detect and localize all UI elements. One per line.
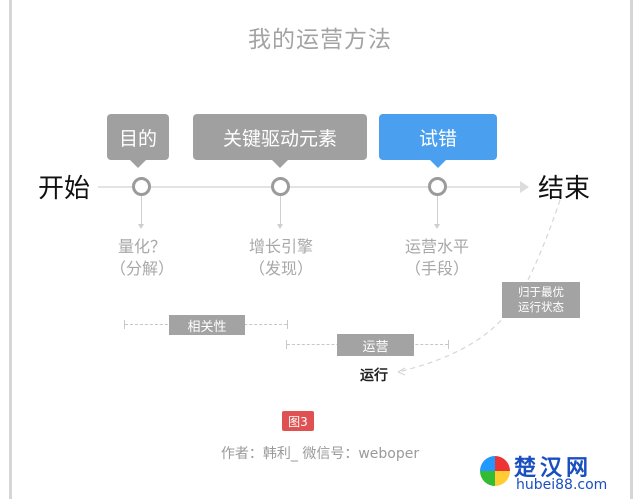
- stage-node-key-drivers: [271, 177, 290, 196]
- stage-tag-purpose: 目的: [107, 114, 169, 168]
- timeline-arrow-icon: [520, 181, 529, 193]
- stage-sub-line2: （分解）: [109, 259, 174, 278]
- stage-connector: [280, 196, 281, 226]
- stage-tag-label: 目的: [118, 127, 157, 150]
- stage-sub-line1: 运营水平: [404, 237, 469, 256]
- start-label: 开始: [38, 174, 91, 204]
- stage-sub-line2: （手段）: [404, 259, 469, 278]
- frame-border-left: [9, 0, 12, 499]
- correlation-label: 相关性: [187, 319, 227, 335]
- stage-sub-line1: 增长引擎: [248, 237, 313, 256]
- optimal-state-box: 归于最优 运行状态: [502, 282, 580, 318]
- author-line: 作者：韩利_ 微信号：weboper: [220, 446, 420, 462]
- globe-logo-icon: [480, 456, 510, 486]
- stage-connector: [437, 196, 438, 226]
- stage-tag-key-drivers: 关键驱动元素: [193, 114, 367, 168]
- arrow-down-icon: [138, 224, 144, 229]
- diagram-title: 我的运营方法: [248, 27, 392, 53]
- optimal-line2: 运行状态: [518, 300, 564, 314]
- operation-label: 运营: [362, 339, 389, 355]
- stage-tag-trial-error: 试错: [379, 114, 497, 168]
- watermark-en: hubei88.com: [516, 477, 608, 493]
- frame-border-right: [630, 0, 633, 499]
- range-tick: [287, 320, 288, 329]
- stage-sub-trial-error: 运营水平 （手段）: [377, 236, 497, 280]
- stage-tag-label: 关键驱动元素: [222, 127, 337, 150]
- range-tick: [448, 340, 449, 349]
- operation-range-box: 运营: [337, 334, 414, 356]
- stage-sub-line1: 量化？: [117, 237, 166, 256]
- stage-sub-line2: （发现）: [248, 259, 313, 278]
- range-tick: [124, 320, 125, 329]
- figure-badge: 图3: [282, 411, 314, 431]
- optimal-line1: 归于最优: [518, 285, 564, 299]
- watermark-cn: 楚汉网: [514, 456, 593, 481]
- watermark: 楚汉网 hubei88.com: [480, 450, 630, 495]
- correlation-range-box: 相关性: [169, 315, 245, 335]
- end-label: 结束: [538, 174, 591, 204]
- stage-sub-purpose: 量化？ （分解）: [82, 236, 202, 280]
- timeline-line: [98, 186, 526, 188]
- stage-node-trial-error: [428, 177, 447, 196]
- arrow-down-icon: [434, 224, 440, 229]
- stage-sub-key-drivers: 增长引擎 （发现）: [221, 236, 341, 280]
- stage-node-purpose: [132, 177, 151, 196]
- run-label: 运行: [360, 368, 388, 384]
- arrow-down-icon: [277, 224, 283, 229]
- stage-tag-label: 试错: [418, 127, 457, 150]
- range-tick: [286, 340, 287, 349]
- stage-connector: [141, 196, 142, 226]
